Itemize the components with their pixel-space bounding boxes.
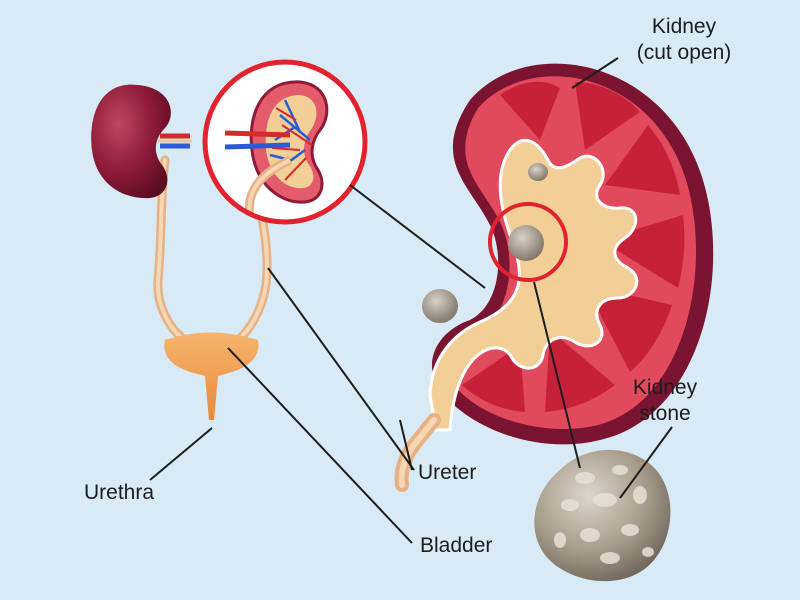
label-kidney-cut-open: Kidney (cut open) — [614, 14, 754, 66]
label-urethra: Urethra — [84, 481, 155, 504]
small-kidney — [91, 84, 171, 199]
leader-stone-highlight — [533, 281, 581, 469]
stone-in-pelvis-left — [422, 289, 458, 323]
leader-bladder — [227, 347, 413, 544]
leader-urethra — [149, 427, 213, 481]
enlarged-kidney-stone — [534, 449, 671, 582]
label-kidney-stone: Kidney stone — [610, 375, 720, 427]
label-stone-line2: stone — [639, 402, 691, 425]
label-kidney-line2: (cut open) — [636, 41, 732, 64]
stone-highlight-ring — [488, 202, 568, 282]
stone-in-pelvis-small — [528, 163, 548, 181]
renal-pelvis — [428, 138, 639, 432]
label-bladder: Bladder — [420, 534, 493, 557]
large-kidney — [394, 63, 714, 492]
leader-lines — [149, 57, 673, 544]
renal-pyramids — [462, 81, 685, 412]
magnified-kidney-circle — [202, 59, 368, 225]
leader-stone-label — [619, 426, 673, 499]
label-stone-line1: Kidney — [632, 376, 698, 399]
leader-circle-to-kidney — [349, 184, 486, 289]
stone-in-pelvis-center — [508, 225, 544, 261]
bladder-shape — [164, 332, 259, 420]
label-kidney-line1: Kidney — [651, 15, 717, 38]
leader-kidney-label — [571, 57, 619, 89]
leader-ureter-big — [399, 419, 413, 471]
label-ureter: Ureter — [418, 461, 477, 484]
leader-ureter-small — [267, 267, 415, 471]
